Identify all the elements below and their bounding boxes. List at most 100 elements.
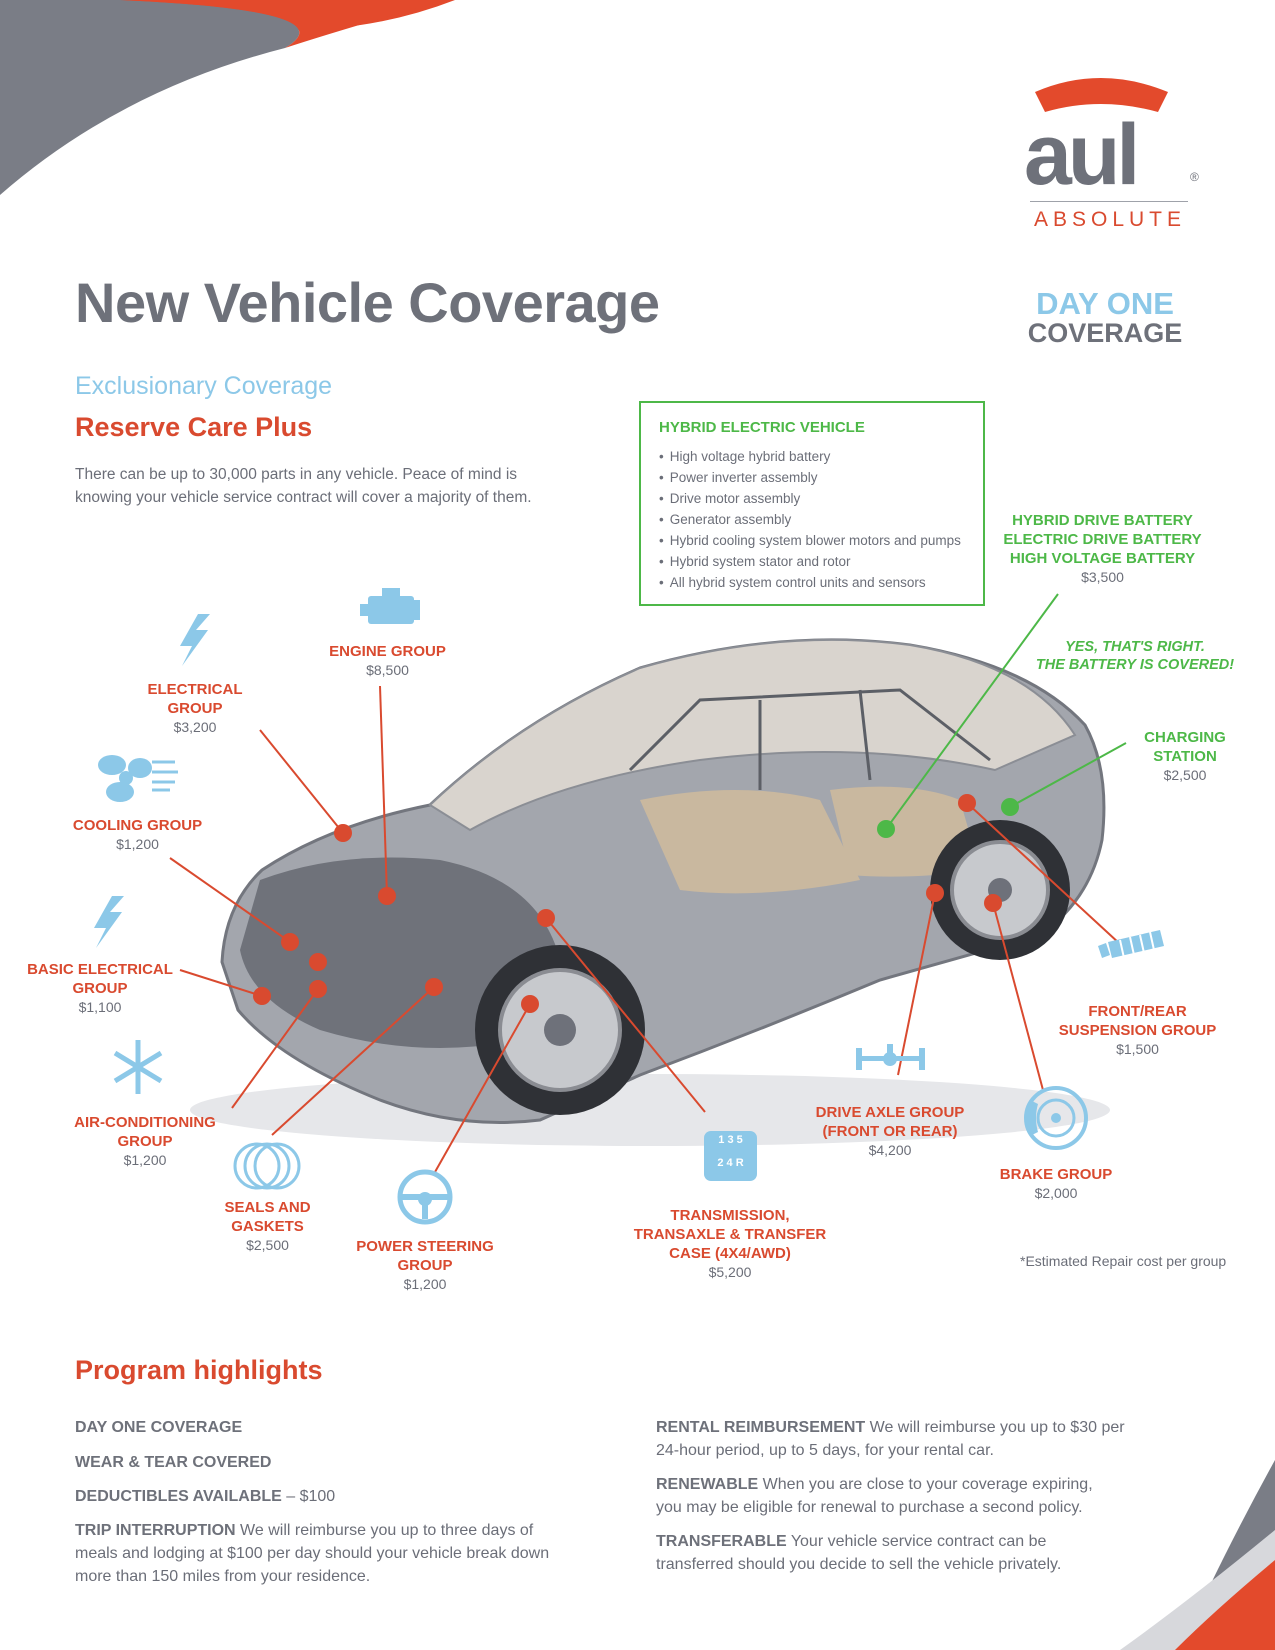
group-cost: $4,200 xyxy=(868,1142,912,1158)
logo-subtitle: ABSOLUTE xyxy=(1033,208,1187,231)
highlight-deductibles: DEDUCTIBLES AVAILABLE – $100 xyxy=(75,1485,335,1508)
coverage-type: Exclusionary Coverage xyxy=(75,372,333,400)
group-name: TRANSAXLE & TRANSFER xyxy=(633,1226,827,1243)
group-cost: $1,200 xyxy=(123,1152,167,1168)
highlight-label: TRANSFERABLE xyxy=(656,1533,787,1550)
registered-mark: ® xyxy=(1190,170,1199,184)
hybrid-vehicle-box: HYBRID ELECTRIC VEHICLE High voltage hyb… xyxy=(639,401,985,606)
group-name: ENGINE GROUP xyxy=(329,643,446,660)
red-leader-lines xyxy=(169,685,1121,1173)
lightning-icon xyxy=(180,614,210,666)
list-item: All hybrid system control units and sens… xyxy=(659,572,965,593)
group-cost: $8,500 xyxy=(366,662,409,678)
group-name: STATION xyxy=(1153,748,1217,765)
fan-icon xyxy=(98,755,178,802)
group-cost: $1,500 xyxy=(1116,1041,1159,1057)
highlight-label: RENTAL REIMBURSEMENT xyxy=(656,1419,866,1436)
group-cost: $2,500 xyxy=(1163,767,1207,783)
highlight-label: DAY ONE COVERAGE xyxy=(75,1419,243,1436)
brake-group-label: BRAKE GROUP $2,000 xyxy=(980,1165,1132,1203)
shift-top-gears: 1 3 5 xyxy=(718,1134,743,1146)
list-item: Hybrid cooling system blower motors and … xyxy=(659,530,965,551)
group-name: FRONT/REAR xyxy=(1088,1003,1187,1020)
power-steering-group-label: POWER STEERING GROUP $1,200 xyxy=(345,1237,505,1294)
transmission-group-label: TRANSMISSION, TRANSAXLE & TRANSFER CASE … xyxy=(615,1206,845,1282)
group-name: GROUP xyxy=(117,1133,173,1150)
group-cost: $2,500 xyxy=(246,1237,289,1253)
cooling-group-label: COOLING GROUP $1,200 xyxy=(60,816,215,854)
axle-icon xyxy=(856,1044,925,1070)
seal-rings-icon xyxy=(233,1142,301,1190)
page-title: New Vehicle Coverage xyxy=(75,271,660,334)
charging-station-label: CHARGING STATION $2,500 xyxy=(1125,728,1245,785)
group-name: SUSPENSION GROUP xyxy=(1058,1022,1217,1039)
suspension-group-label: FRONT/REAR SUSPENSION GROUP $1,500 xyxy=(1045,1002,1230,1059)
group-name: GROUP xyxy=(167,700,223,717)
seals-gaskets-label: SEALS AND GASKETS $2,500 xyxy=(205,1198,330,1255)
lightning-icon xyxy=(94,896,124,948)
green-marker-dots xyxy=(877,798,1019,838)
day-one-badge: DAY ONE COVERAGE xyxy=(1010,288,1200,347)
gear-shift-labels: 1 3 5 2 4 R xyxy=(704,1134,757,1170)
basic-electrical-group-label: BASIC ELECTRICAL GROUP $1,100 xyxy=(20,960,180,1017)
list-item: Generator assembly xyxy=(659,509,965,530)
group-name: SEALS AND xyxy=(224,1199,311,1216)
hybrid-battery-label: HYBRID DRIVE BATTERY ELECTRIC DRIVE BATT… xyxy=(990,511,1215,587)
logo-divider xyxy=(1030,201,1188,202)
group-name: (FRONT OR REAR) xyxy=(822,1123,958,1140)
highlight-transferable: TRANSFERABLE Your vehicle service contra… xyxy=(656,1530,1126,1576)
list-item: Hybrid system stator and rotor xyxy=(659,551,965,572)
group-name: CASE (4X4/AWD) xyxy=(669,1245,791,1262)
engine-icon xyxy=(360,588,420,624)
group-name: ELECTRIC DRIVE BATTERY xyxy=(1003,531,1202,548)
group-name: TRANSMISSION, xyxy=(670,1207,790,1224)
intro-description: There can be up to 30,000 parts in any v… xyxy=(75,466,532,506)
rear-wheel xyxy=(930,820,1070,960)
badge-line-2: COVERAGE xyxy=(1027,318,1183,348)
program-highlights-title: Program highlights xyxy=(75,1355,323,1385)
group-name: ELECTRICAL xyxy=(147,681,243,698)
highlight-label: WEAR & TEAR COVERED xyxy=(75,1454,272,1471)
highlight-text: Your vehicle service contract can be tra… xyxy=(656,1533,1062,1573)
list-item: Power inverter assembly xyxy=(659,467,965,488)
callout-line-2: THE BATTERY IS COVERED! xyxy=(1035,657,1235,673)
badge-line-1: DAY ONE xyxy=(1036,286,1174,321)
group-name: BRAKE GROUP xyxy=(999,1166,1113,1183)
group-cost: $3,500 xyxy=(1081,569,1124,585)
steering-wheel-icon xyxy=(397,1169,453,1225)
estimated-cost-footnote: *Estimated Repair cost per group xyxy=(1020,1253,1227,1269)
highlight-trip-interruption: TRIP INTERRUPTION We will reimburse you … xyxy=(75,1519,550,1588)
gear-shift-icon xyxy=(704,1131,757,1181)
drive-axle-group-label: DRIVE AXLE GROUP (FRONT OR REAR) $4,200 xyxy=(800,1103,980,1160)
snowflake-icon xyxy=(113,1040,163,1094)
air-conditioning-group-label: AIR-CONDITIONING GROUP $1,200 xyxy=(60,1113,230,1170)
group-name: HIGH VOLTAGE BATTERY xyxy=(1009,550,1196,567)
top-left-corner-decoration xyxy=(0,0,455,195)
shift-bottom-gears: 2 4 R xyxy=(717,1157,744,1169)
highlight-text: We will reimburse you up to three days o… xyxy=(75,1522,550,1585)
callout-line-1: YES, THAT'S RIGHT. xyxy=(1065,639,1205,655)
hybrid-box-title: HYBRID ELECTRIC VEHICLE xyxy=(659,419,865,436)
highlight-label: DEDUCTIBLES AVAILABLE xyxy=(75,1488,282,1505)
aul-logo-word: aul xyxy=(1024,107,1140,203)
group-cost: $1,200 xyxy=(403,1276,447,1292)
group-cost: $2,000 xyxy=(1034,1185,1078,1201)
red-marker-dots xyxy=(253,794,1002,1013)
group-name: AIR-CONDITIONING xyxy=(74,1114,216,1131)
group-name: COOLING GROUP xyxy=(72,817,203,834)
group-name: CHARGING xyxy=(1144,729,1226,746)
front-wheel xyxy=(475,945,645,1115)
shock-absorber-icon xyxy=(1098,930,1164,959)
logo-arc-icon xyxy=(1035,78,1168,112)
car-cutaway-illustration xyxy=(190,638,1110,1146)
highlight-day-one: DAY ONE COVERAGE xyxy=(75,1416,242,1439)
bottom-right-corner-decoration xyxy=(1120,1460,1275,1650)
group-name: GROUP xyxy=(397,1257,453,1274)
list-item: Drive motor assembly xyxy=(659,488,965,509)
group-cost: $1,100 xyxy=(78,999,122,1015)
highlight-text: – $100 xyxy=(281,1488,336,1505)
group-name: GROUP xyxy=(72,980,128,997)
group-cost: $3,200 xyxy=(173,719,217,735)
list-item: High voltage hybrid battery xyxy=(659,446,965,467)
